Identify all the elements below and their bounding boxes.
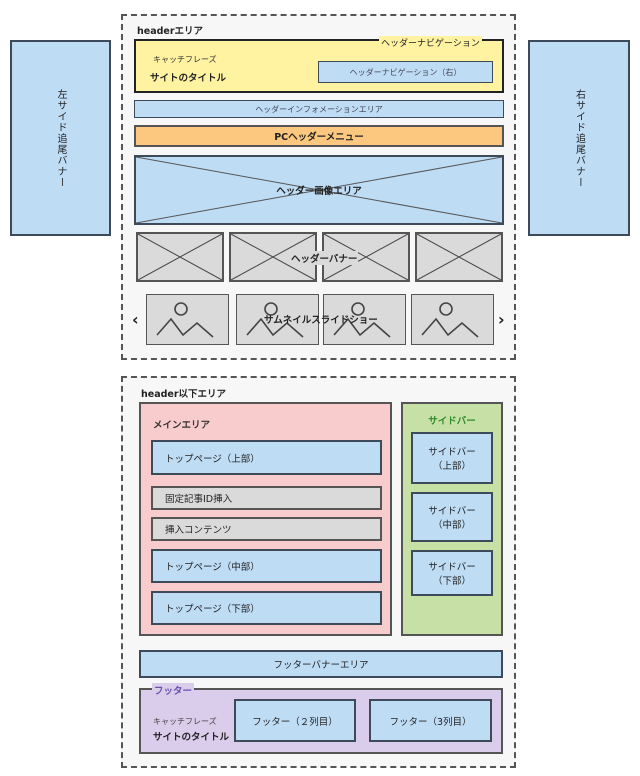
left-side-banner: 左サイド追尾バナー (10, 40, 111, 236)
footer-catchphrase: キャッチフレーズ (153, 717, 217, 726)
main-bottom-section-label: トップページ（下部） (165, 604, 260, 615)
pc-header-menu-label: PCヘッダーメニュー (274, 132, 364, 143)
header-area-title: headerエリア (137, 26, 204, 37)
header-info-area-label: ヘッダーインフォメーションエリア (255, 104, 383, 114)
sidebar-bottom-sublabel: （下部） (432, 576, 471, 587)
main-middle-section: トップページ（中部） (151, 549, 382, 583)
main-area-title: メインエリア (153, 420, 211, 431)
footer-column-2-label: フッター（２列目） (252, 716, 338, 728)
header-nav-label: ヘッダーナビゲーション (379, 36, 482, 49)
header-nav-right: ヘッダーナビゲーション（右） (318, 61, 493, 83)
right-side-banner-label: 右サイド追尾バナー (573, 88, 585, 188)
slideshow-thumbnail[interactable] (146, 294, 229, 345)
image-placeholder-icon (231, 234, 315, 280)
sidebar-bottom: サイドバー （下部） (411, 550, 493, 596)
left-side-banner-label: 左サイド追尾バナー (55, 88, 66, 188)
header-banner-box (136, 232, 224, 282)
sidebar-middle: サイドバー （中部） (411, 492, 493, 542)
footer-column-2: フッター（２列目） (234, 699, 356, 742)
slideshow-label: サムネイルスライドショー (264, 315, 378, 326)
fixed-article-insert-label: 固定記事ID挿入 (165, 494, 233, 505)
insert-content: 挿入コンテンツ (151, 517, 382, 541)
header-image-area (134, 155, 504, 225)
footer-banner-area: フッターバナーエリア (139, 650, 503, 678)
image-placeholder-icon (324, 234, 408, 280)
header-site-title: サイトのタイトル (150, 73, 227, 84)
main-top-section: トップページ（上部） (151, 440, 382, 475)
insert-content-label: 挿入コンテンツ (165, 525, 232, 536)
slideshow-next-arrow[interactable]: › (498, 310, 505, 329)
main-middle-section-label: トップページ（中部） (165, 562, 260, 573)
sidebar-title: サイドバー (428, 416, 476, 427)
sidebar-middle-sublabel: （中部） (432, 520, 471, 531)
image-icon (156, 302, 214, 338)
sidebar-top-label: サイドバー (428, 447, 476, 458)
header-nav-right-label: ヘッダーナビゲーション（右） (349, 67, 462, 77)
header-banner-box (415, 232, 503, 282)
footer-column-3: フッター（3列目） (369, 699, 492, 742)
header-banner-box (322, 232, 410, 282)
image-icon (421, 302, 479, 338)
below-header-title: header以下エリア (141, 389, 227, 400)
header-image-placeholder-icon (136, 157, 502, 223)
slideshow-prev-arrow[interactable]: ‹ (132, 310, 139, 329)
right-side-banner: 右サイド追尾バナー (528, 40, 630, 236)
sidebar-top-sublabel: （上部） (432, 461, 471, 472)
slideshow-thumbnail[interactable] (323, 294, 406, 345)
sidebar-middle-label: サイドバー (428, 506, 476, 517)
footer-column-3-label: フッター（3列目） (389, 716, 472, 728)
image-icon (333, 302, 391, 338)
sidebar-top: サイドバー （上部） (411, 432, 493, 484)
footer-label: フッター (152, 683, 195, 697)
pc-header-menu: PCヘッダーメニュー (134, 125, 504, 147)
header-banner-label: ヘッダーバナー (290, 251, 359, 265)
header-catchphrase: キャッチフレーズ (153, 55, 217, 64)
main-bottom-section: トップページ（下部） (151, 591, 382, 625)
sidebar-bottom-label: サイドバー (428, 562, 476, 573)
slideshow-thumbnail[interactable] (236, 294, 319, 345)
header-info-area: ヘッダーインフォメーションエリア (134, 100, 504, 118)
image-placeholder-icon (417, 234, 501, 280)
image-placeholder-icon (138, 234, 222, 280)
image-icon (246, 302, 304, 338)
fixed-article-insert: 固定記事ID挿入 (151, 486, 382, 510)
main-top-section-label: トップページ（上部） (165, 453, 260, 465)
footer-site-title: サイトのタイトル (153, 732, 230, 743)
header-image-label: ヘッダー画像エリア (276, 186, 362, 197)
footer-banner-area-label: フッターバナーエリア (273, 660, 369, 671)
slideshow-thumbnail[interactable] (411, 294, 494, 345)
